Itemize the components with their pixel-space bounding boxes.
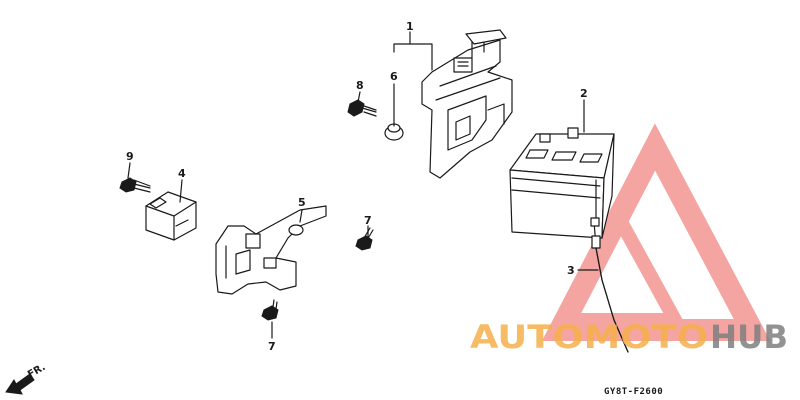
callout-1: 1 — [406, 20, 414, 33]
callout-2: 2 — [580, 87, 588, 100]
bolt-7-upper — [355, 227, 374, 251]
figure-code: GY8T-F2600 — [604, 387, 663, 397]
bolt-9 — [119, 177, 151, 193]
callout-8: 8 — [356, 79, 364, 92]
callout-6: 6 — [390, 70, 398, 83]
callout-4: 4 — [178, 167, 186, 180]
watermark-text-b: HUB — [710, 318, 788, 356]
watermark-text-a: AUTOMOTO — [470, 318, 708, 356]
relay-bracket — [215, 205, 327, 295]
ecu-bracket — [421, 29, 513, 179]
callout-7-lower: 7 — [268, 340, 276, 353]
bolt-7-lower — [261, 299, 279, 321]
battery — [509, 127, 615, 239]
callout-3: 3 — [567, 264, 575, 277]
relay — [145, 191, 197, 241]
front-arrow-icon: FR. — [5, 362, 48, 395]
breather-tube — [590, 179, 629, 353]
callout-5: 5 — [298, 196, 306, 209]
callout-9: 9 — [126, 150, 134, 163]
front-arrow-label: FR. — [26, 362, 48, 381]
callout-7-upper: 7 — [364, 214, 372, 227]
leader-lines — [127, 31, 599, 339]
watermark-wordmark: AUTOMOTO HUB — [470, 318, 788, 356]
bolt-8 — [347, 99, 377, 117]
